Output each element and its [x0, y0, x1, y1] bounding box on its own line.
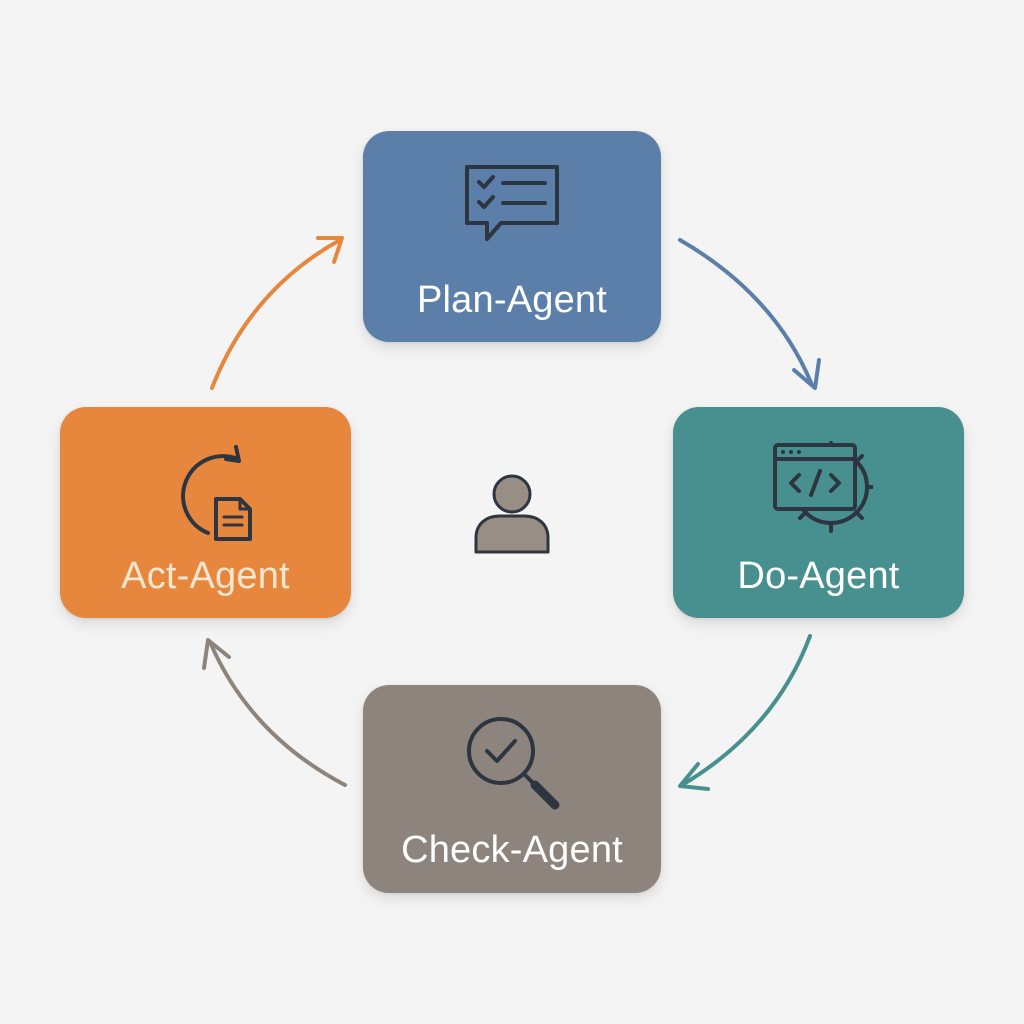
check-agent-node[interactable]: Check-Agent [363, 685, 661, 893]
magnifier-check-icon [467, 717, 560, 810]
do-agent-node[interactable]: Do-Agent [673, 407, 964, 618]
plan-agent-label: Plan-Agent [416, 279, 607, 321]
plan-agent-node[interactable]: Plan-Agent [363, 131, 661, 342]
arrow-check-to-act [202, 638, 347, 787]
check-agent-label: Check-Agent [401, 829, 623, 871]
user-icon [474, 474, 550, 554]
act-agent-node[interactable]: Act-Agent [60, 407, 351, 618]
arrow-do-to-check [678, 634, 812, 791]
do-agent-label: Do-Agent [737, 555, 900, 597]
code-gear-icon [773, 441, 873, 533]
arrow-act-to-plan [210, 236, 344, 390]
refresh-document-icon [181, 445, 252, 541]
arrow-plan-to-do [678, 238, 821, 390]
chat-checklist-icon [465, 165, 559, 241]
act-agent-label: Act-Agent [121, 555, 290, 597]
